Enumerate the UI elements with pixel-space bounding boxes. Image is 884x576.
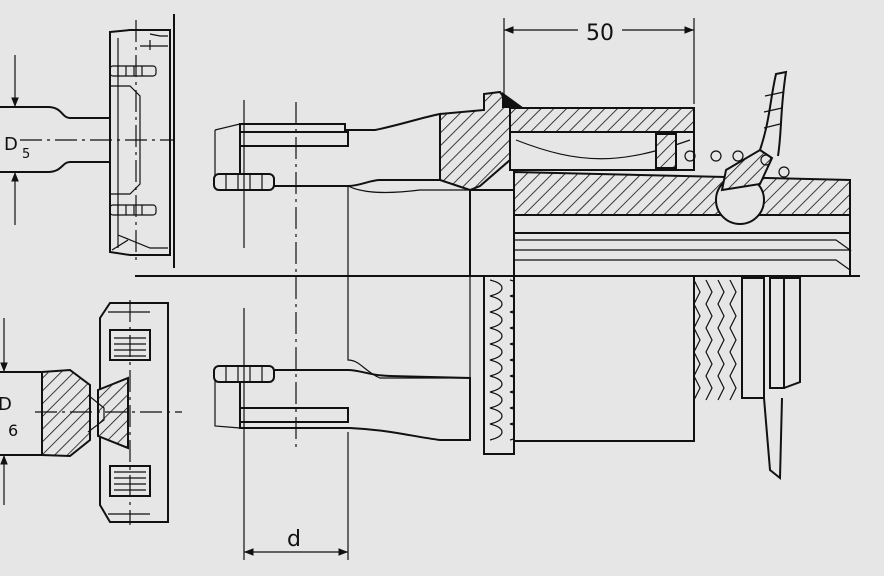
needle-bearing-bottom — [109, 204, 157, 216]
yoke-main-body — [213, 100, 471, 560]
dimension-d-label: d — [287, 527, 301, 552]
dimension-50-label: 50 — [586, 21, 614, 46]
d6-subscript: 6 — [8, 421, 18, 440]
d5-subscript: 5 — [22, 147, 30, 162]
d5-label: D — [4, 134, 18, 155]
yoke-side-view-top — [0, 14, 175, 268]
clutch-housing — [509, 107, 852, 481]
needle-bearing-top — [109, 65, 157, 77]
d6-label: D — [0, 394, 12, 415]
yoke-side-view-bottom — [0, 300, 182, 525]
ball-detent — [684, 70, 790, 225]
dimension-50 — [503, 18, 695, 104]
